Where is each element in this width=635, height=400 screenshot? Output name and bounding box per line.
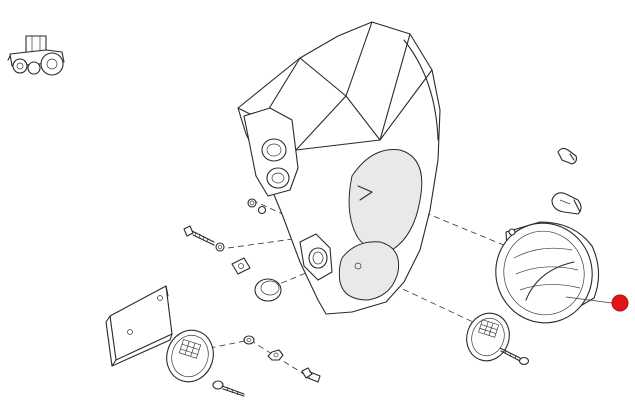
rubber-plug [254,278,282,302]
washer-lower [243,335,255,345]
reflector-disc-right [466,312,510,362]
headlamp-housing [237,21,441,315]
tractor-icon [7,35,65,76]
screw-lower-left [212,380,245,397]
mounting-bracket [105,285,173,367]
clip-nut [231,257,251,275]
hotspot-marker[interactable] [611,294,629,312]
headlamp-lens-assembly [495,221,600,324]
long-bolt-left [183,225,225,252]
screw-lower-right [499,347,530,366]
bolt-lower [301,367,321,383]
small-screw-top [247,198,267,215]
bulb-small [557,147,578,165]
nut-lower [267,349,284,361]
bulb-large [551,192,582,215]
reflector-disc-left [166,329,214,383]
